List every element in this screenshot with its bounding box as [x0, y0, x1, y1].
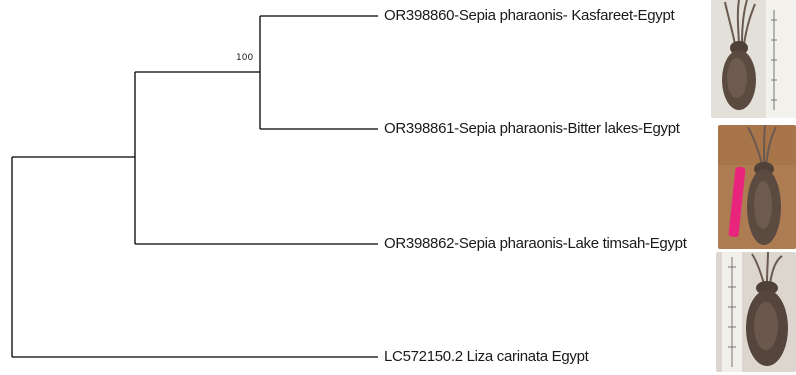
- leaf-label-lake-timsah: OR398862-Sepia pharaonis-Lake timsah-Egy…: [384, 235, 687, 252]
- specimen-photo-bitter-lakes: [718, 125, 796, 249]
- leaf-label-liza-carinata: LC572150.2 Liza carinata Egypt: [384, 348, 589, 365]
- leaf-label-bitter-lakes: OR398861-Sepia pharaonis-Bitter lakes-Eg…: [384, 120, 680, 137]
- bootstrap-value: 100: [236, 53, 254, 63]
- specimen-photo-kasfareet: [711, 0, 796, 118]
- leaf-label-kasfareet: OR398860-Sepia pharaonis- Kasfareet-Egyp…: [384, 7, 675, 24]
- specimen-photo-lake-timsah: [716, 252, 796, 372]
